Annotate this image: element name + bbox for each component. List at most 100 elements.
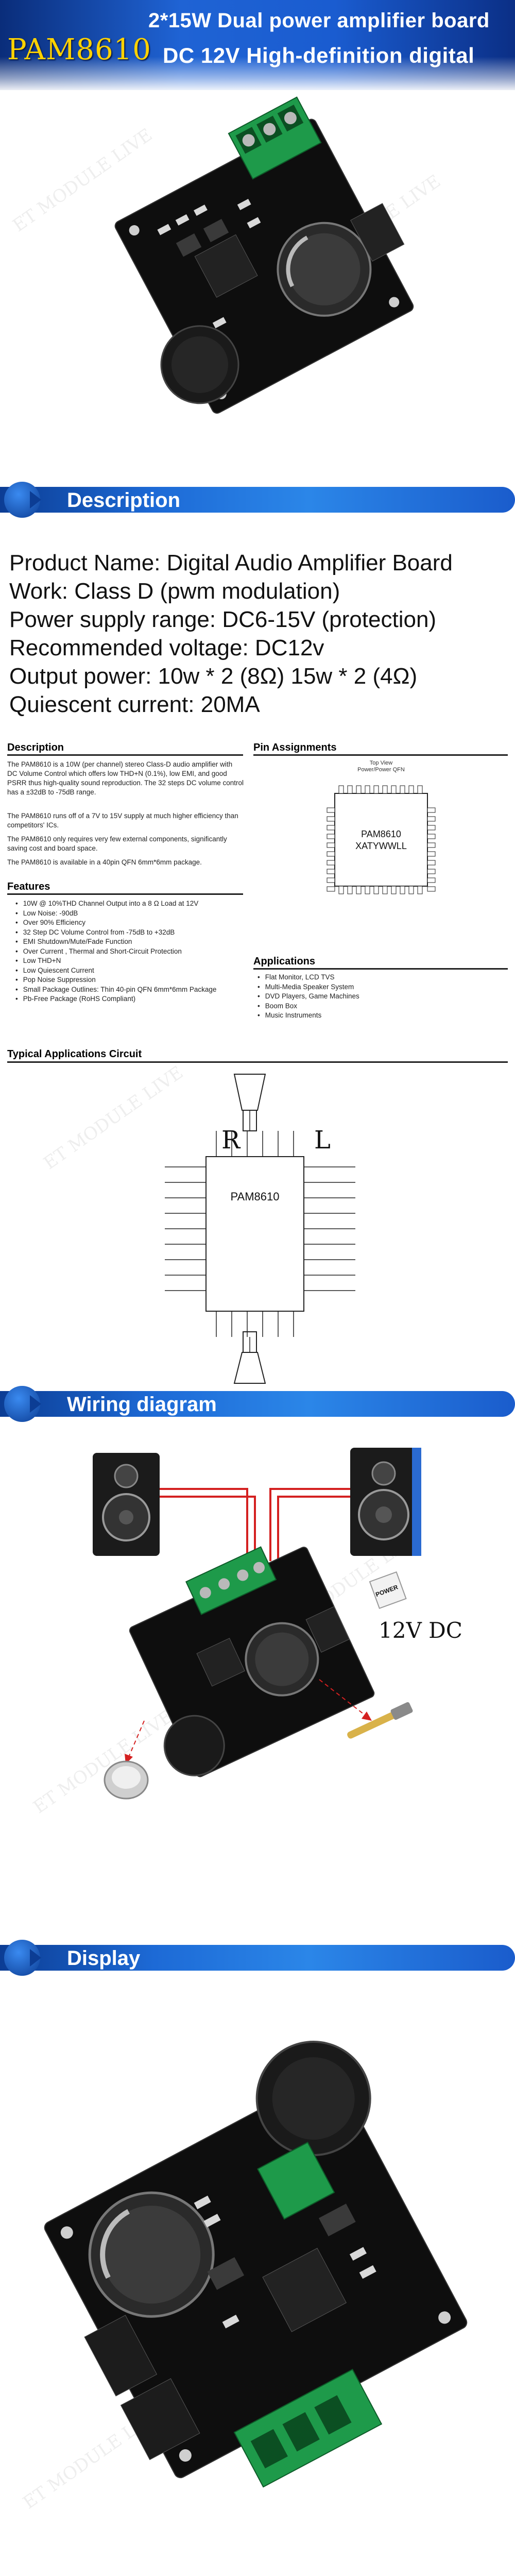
spec-output-power: Output power: 10w * 2 (8Ω) 15w * 2 (4Ω): [9, 664, 418, 689]
power-input-label: 12V DC: [379, 1618, 462, 1643]
chip-pin: [427, 877, 436, 883]
left-speaker: [93, 1453, 160, 1556]
section-header-wiring: Wiring diagram: [0, 1386, 515, 1422]
chip-pin: [382, 785, 388, 794]
ds-description-paragraph: The PAM8610 only requires very few exter…: [7, 835, 227, 852]
chip-pin: [427, 869, 436, 874]
list-item: Low Noise: -90dB: [15, 909, 247, 919]
ds-description-paragraph: The PAM8610 is a 10W (per channel) stere…: [7, 760, 244, 796]
chip-pin: [373, 785, 379, 794]
divider: [7, 754, 243, 756]
banner-fade: [0, 57, 515, 93]
chip-pin: [327, 842, 335, 848]
ds-applications-list: Flat Monitor, LCD TVS Multi-Media Speake…: [258, 973, 505, 1021]
ds-features-list: 10W @ 10%THD Channel Output into a 8 Ω L…: [15, 899, 247, 1004]
headline-voltage: DC 12V High-definition digital: [163, 43, 475, 67]
list-item: Small Package Outlines: Thin 40-pin QFN …: [15, 985, 247, 995]
label-left-channel: L: [314, 1126, 331, 1155]
product-photo-top: [114, 96, 414, 414]
spec-power-range: Power supply range: DC6-15V (protection): [9, 607, 437, 632]
pin-assignment-diagram: Top View Power/Power QFN PAM8610 XATYWWL…: [327, 760, 436, 894]
chip-pin: [382, 886, 388, 894]
chip-pin: [327, 886, 335, 892]
chip-pin: [327, 869, 335, 874]
chip-code: XATYWWLL: [355, 841, 407, 851]
brand-title: PAM8610: [7, 33, 151, 66]
chip-pin: [356, 886, 362, 894]
pin-package-label: Power/Power QFN: [357, 767, 405, 773]
list-item: Flat Monitor, LCD TVS: [258, 973, 505, 982]
section-bar: [0, 487, 515, 513]
chip-pin: [327, 825, 335, 831]
divider: [253, 968, 508, 970]
ds-pin-heading: Pin Assignments: [253, 742, 337, 753]
chip-name: PAM8610: [361, 829, 401, 839]
chip-pin: [327, 807, 335, 813]
chip-pin: [427, 860, 436, 866]
power-adapter: POWER: [369, 1571, 407, 1609]
spec-product-name: Product Name: Digital Audio Amplifier Bo…: [9, 550, 453, 575]
right-speaker: [350, 1448, 421, 1556]
ds-features-heading: Features: [7, 881, 50, 892]
chip-pin: [327, 816, 335, 822]
chip-pin: [427, 834, 436, 839]
list-item: Low Quiescent Current: [15, 966, 247, 976]
spec-work: Work: Class D (pwm modulation): [9, 579, 340, 604]
chip-pin: [400, 785, 405, 794]
list-item: Low THD+N: [15, 956, 247, 966]
chip-pin: [391, 785, 397, 794]
ds-description-heading: Description: [7, 742, 64, 753]
section-title: Description: [67, 489, 181, 512]
list-item: Music Instruments: [258, 1011, 505, 1021]
section-arrow: [30, 1949, 41, 1967]
chip-pin: [417, 785, 423, 794]
divider: [7, 893, 243, 895]
list-item: Pb-Free Package (RoHS Compliant): [15, 994, 247, 1004]
section-bar: [0, 1945, 515, 1971]
chip-pin: [327, 851, 335, 857]
section-header-display: Display: [0, 1940, 515, 1976]
list-item: 32 Step DC Volume Control from -75dB to …: [15, 928, 247, 938]
chip-pin: [347, 785, 353, 794]
chip-pin: [338, 886, 344, 894]
chip-pin: [427, 807, 436, 813]
list-item: 10W @ 10%THD Channel Output into a 8 Ω L…: [15, 899, 247, 909]
chip-pin: [365, 785, 370, 794]
chip-pin: [347, 886, 353, 894]
divider: [7, 1061, 508, 1063]
spec-recommended-voltage: Recommended voltage: DC12v: [9, 635, 324, 660]
chip-pin: [327, 877, 335, 883]
chip-pin: [427, 851, 436, 857]
chip-pin: [427, 816, 436, 822]
pin-top-view-label: Top View: [370, 760, 392, 766]
ds-description-paragraph: The PAM8610 runs off of a 7V to 15V supp…: [7, 812, 238, 829]
chip-pin: [427, 886, 436, 892]
section-arrow: [30, 1395, 41, 1413]
section-header-description: Description: [0, 482, 515, 518]
chip-pin: [338, 785, 344, 794]
volume-knob: [104, 1760, 149, 1800]
ds-typical-heading: Typical Applications Circuit: [7, 1048, 142, 1060]
divider: [253, 754, 508, 756]
list-item: Pop Noise Suppression: [15, 975, 247, 985]
chip-pin: [408, 886, 414, 894]
chip-pin: [373, 886, 379, 894]
headline-power: 2*15W Dual power amplifier board: [148, 9, 490, 32]
chip-pin: [327, 834, 335, 839]
list-item: EMI Shutdown/Mute/Fade Function: [15, 937, 247, 947]
list-item: Over Current , Thermal and Short-Circuit…: [15, 947, 247, 957]
list-item: Multi-Media Speaker System: [258, 982, 505, 992]
list-item: Boom Box: [258, 1002, 505, 1011]
ds-applications-heading: Applications: [253, 956, 316, 967]
spec-list: Product Name: Digital Audio Amplifier Bo…: [9, 549, 504, 719]
section-title: Display: [67, 1947, 141, 1970]
wiring-diagram: POWER: [93, 1448, 421, 1800]
spec-quiescent-current: Quiescent current: 20MA: [9, 692, 260, 717]
chip-pin: [427, 825, 436, 831]
header-banner: PAM8610 2*15W Dual power amplifier board…: [0, 0, 515, 93]
section-bar: [0, 1391, 515, 1417]
chip-pin: [327, 860, 335, 866]
chip-pin: [408, 785, 414, 794]
chip-pin: [365, 886, 370, 894]
chip-pin: [427, 842, 436, 848]
